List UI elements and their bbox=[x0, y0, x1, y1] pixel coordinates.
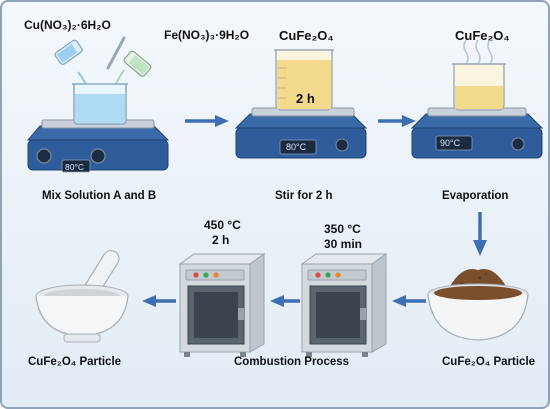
pouring-vial-b-icon bbox=[123, 50, 152, 77]
evaporation-setup-illustration bbox=[410, 39, 544, 159]
reagent-a-label: Cu(NO₃)₂·6H₂O bbox=[24, 18, 111, 32]
step1-caption: Mix Solution A and B bbox=[42, 190, 157, 202]
mixing-setup-illustration bbox=[26, 36, 170, 173]
step6-time-label: 2 h bbox=[212, 233, 230, 247]
flow-arrow-left-icon bbox=[270, 295, 300, 307]
step6-temp-label: 450 °C bbox=[204, 218, 241, 232]
flow-arrow-left-icon bbox=[392, 295, 426, 307]
step5-time-label: 30 min bbox=[324, 237, 363, 251]
beaker-time-label: 2 h bbox=[296, 91, 315, 106]
flow-arrow-icon bbox=[185, 115, 229, 127]
powder-bowl-illustration bbox=[427, 269, 529, 341]
stirring-setup-illustration bbox=[234, 49, 368, 159]
stirrer-temp-display: 80°C bbox=[65, 162, 84, 172]
step4-caption: CuFe₂O₄ Particle bbox=[442, 356, 536, 368]
step2-title: CuFe₂O₄ bbox=[279, 28, 334, 43]
flow-arrow-down-icon bbox=[473, 212, 487, 256]
pouring-vial-a-icon bbox=[54, 39, 83, 65]
stirrer-temp-display: 90°C bbox=[440, 138, 461, 148]
step3-caption: Evaporation bbox=[442, 190, 509, 202]
step5-temp-label: 350 °C bbox=[324, 222, 361, 236]
step7-caption: CuFe₂O₄ Particle bbox=[28, 356, 122, 368]
step3-title: CuFe₂O₄ bbox=[455, 28, 510, 43]
step2-caption: Stir for 2 h bbox=[275, 190, 333, 202]
flow-arrow-icon bbox=[378, 115, 416, 127]
furnace-illustration bbox=[178, 253, 266, 357]
stirrer-temp-display: 80°C bbox=[286, 142, 307, 152]
reagent-b-label: Fe(NO₃)₃·9H₂O bbox=[164, 28, 250, 42]
mortar-pestle-illustration bbox=[35, 249, 129, 343]
furnace-illustration bbox=[300, 253, 388, 357]
step6-caption: Combustion Process bbox=[234, 356, 350, 368]
flow-arrow-left-icon bbox=[142, 295, 176, 307]
